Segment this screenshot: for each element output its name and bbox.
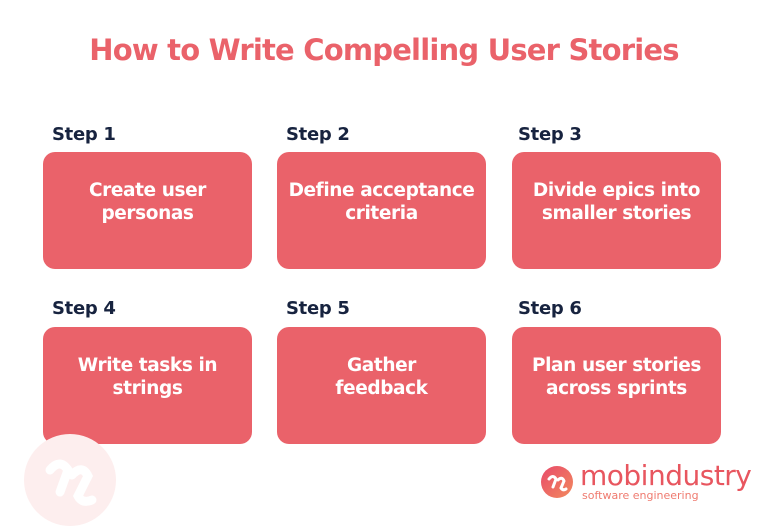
step-1-card: Create user personas <box>43 152 252 269</box>
step-1-line-2: personas <box>101 202 194 224</box>
mobindustry-logo-icon <box>541 466 573 498</box>
step-4-line-2: strings <box>112 377 183 399</box>
step-2-line-2: criteria <box>345 202 418 224</box>
step-2-label: Step 2 <box>286 124 350 145</box>
watermark-logo-icon <box>24 434 116 526</box>
step-5-line-2: feedback <box>335 377 428 399</box>
step-6-text: Plan user stories across sprints <box>532 354 701 400</box>
step-3-card: Divide epics into smaller stories <box>512 152 721 269</box>
step-1-line-1: Create user <box>88 179 206 201</box>
step-6-card: Plan user stories across sprints <box>512 327 721 444</box>
step-5-line-1: Gather <box>347 354 416 376</box>
step-4-card: Write tasks in strings <box>43 327 252 444</box>
step-2-line-1: Define acceptance <box>288 179 475 201</box>
step-3-line-2: smaller stories <box>541 202 692 224</box>
page-title: How to Write Compelling User Stories <box>89 33 679 67</box>
logo-name: mobindustry <box>580 459 752 492</box>
step-5-label: Step 5 <box>286 298 350 319</box>
step-6-line-2: across sprints <box>546 377 687 399</box>
step-5-text: Gather feedback <box>335 354 428 400</box>
step-6-line-1: Plan user stories <box>531 354 702 376</box>
step-2-text: Define acceptance criteria <box>289 179 475 225</box>
step-1-text: Create user personas <box>89 179 206 225</box>
step-3-text: Divide epics into smaller stories <box>532 179 701 225</box>
step-6-label: Step 6 <box>518 298 582 319</box>
step-4-line-1: Write tasks in <box>77 354 218 376</box>
brand-logo: mobindustry software engineering <box>540 459 752 502</box>
step-1-label: Step 1 <box>52 124 116 145</box>
step-4-text: Write tasks in strings <box>77 354 218 400</box>
step-5-card: Gather feedback <box>277 327 486 444</box>
step-2-card: Define acceptance criteria <box>277 152 486 269</box>
step-3-label: Step 3 <box>518 124 582 145</box>
logo-tagline: software engineering <box>582 489 699 502</box>
step-3-line-1: Divide epics into <box>532 179 701 201</box>
step-4-label: Step 4 <box>52 298 116 319</box>
